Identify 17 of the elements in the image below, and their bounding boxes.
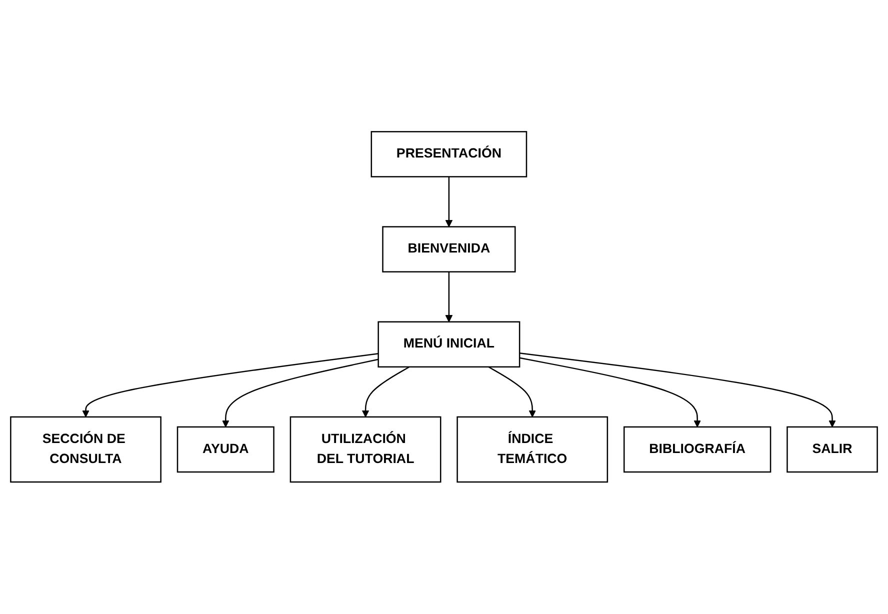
arrow [519, 357, 701, 428]
node-box: BIENVENIDA [382, 226, 516, 273]
arrow [519, 352, 836, 428]
arrow [445, 272, 453, 322]
arrow [82, 353, 378, 418]
arrow [362, 366, 410, 418]
node-box: SECCIÓN DE CONSULTA [10, 416, 162, 483]
arrow [222, 358, 378, 428]
arrow [488, 366, 536, 418]
node-box: BIBLIOGRAFÍA [623, 426, 772, 473]
node-box: SALIR [786, 426, 878, 473]
node-box: UTILIZACIÓN DEL TUTORIAL [290, 416, 442, 483]
node-box: AYUDA [176, 426, 274, 473]
arrow [445, 176, 453, 228]
node-box: MENÚ INICIAL [378, 321, 520, 368]
node-box: PRESENTACIÓN [370, 131, 528, 178]
node-box: ÍNDICE TEMÁTICO [456, 416, 608, 483]
